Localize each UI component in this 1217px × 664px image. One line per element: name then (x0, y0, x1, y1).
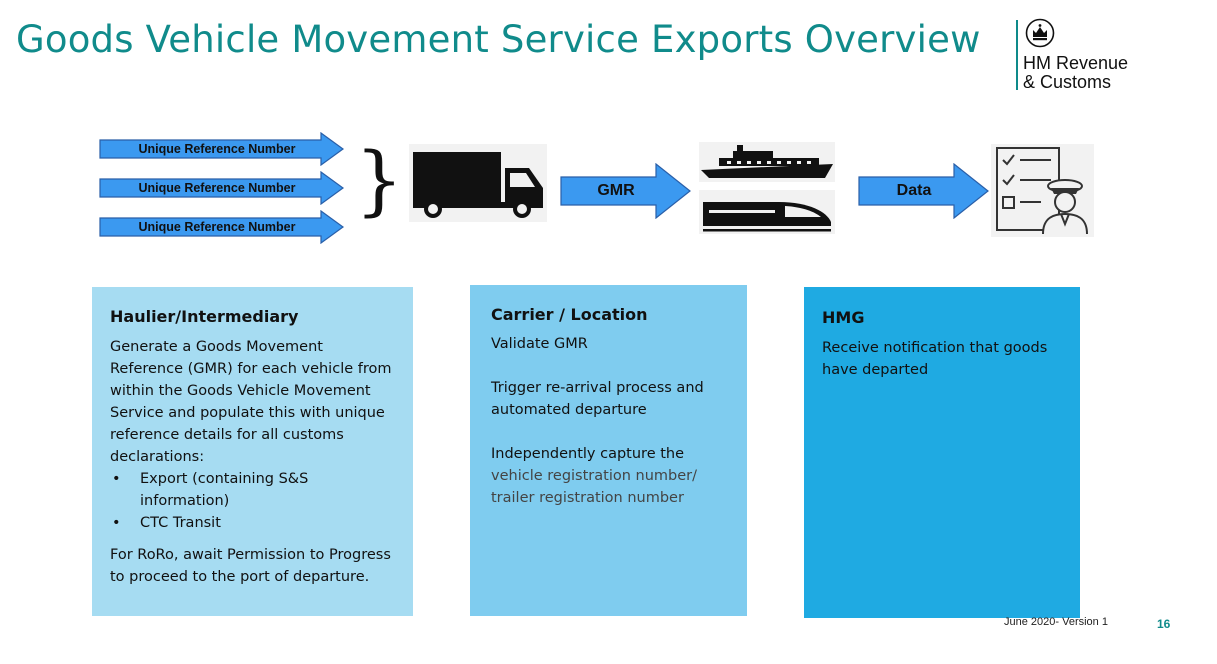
arrow-shape (99, 132, 345, 166)
ship-icon (701, 145, 833, 178)
train-icon (703, 202, 831, 232)
hmg-title: HMG (822, 308, 865, 327)
haulier-box: Haulier/Intermediary Generate a Goods Mo… (92, 287, 413, 616)
logo-text: HM Revenue & Customs (1023, 54, 1128, 92)
list-item: CTC Transit (112, 512, 395, 534)
haulier-footer: For RoRo, await Permission to Progress t… (110, 547, 391, 585)
carrier-line-2: Trigger re-arrival process and automated… (491, 380, 704, 418)
logo-line-1: HM Revenue (1023, 53, 1129, 73)
hmg-description: Receive notification that goods have dep… (822, 340, 1048, 378)
gmr-label: GMR (597, 182, 635, 199)
hmg-box: HMG Receive notification that goods have… (804, 287, 1080, 618)
page-title: Goods Vehicle Movement Service Exports O… (16, 18, 981, 61)
brace-symbol: } (355, 135, 404, 224)
carrier-line-3a: Independently capture the (491, 446, 685, 462)
carrier-line-3b: vehicle registration number/ trailer reg… (491, 468, 697, 506)
urn-arrow-1: Unique Reference Number (99, 132, 345, 166)
checklist-officer-icon (996, 147, 1088, 235)
truck-icon (413, 152, 543, 218)
data-arrow: Data (858, 163, 990, 219)
list-item: Export (containing S&S information) (112, 468, 395, 512)
crown-icon (1025, 18, 1055, 48)
arrow-shape (99, 171, 345, 205)
officer-picture (991, 144, 1094, 237)
logo-line-2: & Customs (1023, 72, 1112, 92)
truck-picture (409, 144, 547, 222)
urn-label: Unique Reference Number (138, 181, 296, 195)
urn-arrow-2: Unique Reference Number (99, 171, 345, 205)
page-number: 16 (1157, 617, 1171, 631)
logo-divider (1016, 20, 1018, 90)
carrier-line-1: Validate GMR (491, 336, 588, 352)
carrier-title: Carrier / Location (491, 305, 648, 324)
data-label: Data (896, 182, 932, 199)
urn-label: Unique Reference Number (138, 142, 296, 156)
urn-label: Unique Reference Number (138, 220, 296, 234)
ship-picture (699, 142, 835, 182)
arrow-shape (858, 163, 989, 219)
haulier-description: Generate a Goods Movement Reference (GMR… (110, 339, 392, 465)
haulier-title: Haulier/Intermediary (110, 307, 299, 326)
gmr-arrow: GMR (560, 163, 692, 219)
hmrc-logo: HM Revenue & Customs (1016, 18, 1146, 92)
arrow-shape (560, 163, 691, 219)
carrier-box: Carrier / Location Validate GMR Trigger … (470, 285, 747, 616)
declaration-list: Export (containing S&S information) CTC … (110, 468, 395, 534)
arrow-shape (99, 210, 345, 244)
version-text: June 2020- Version 1 (1004, 616, 1108, 628)
urn-arrow-3: Unique Reference Number (99, 210, 345, 244)
train-picture (699, 190, 835, 234)
